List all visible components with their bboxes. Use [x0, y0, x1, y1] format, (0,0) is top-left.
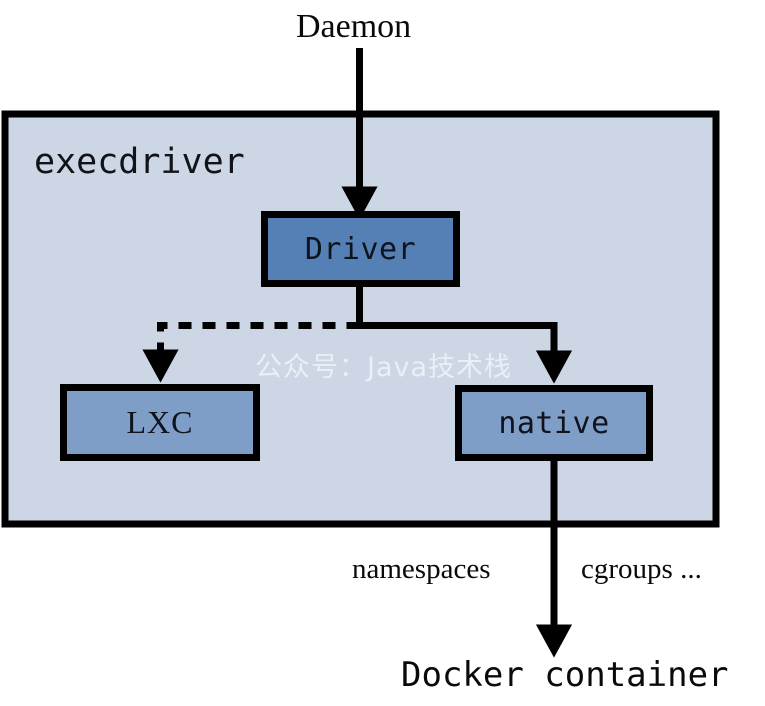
daemon-label: Daemon	[296, 8, 412, 45]
cgroups-edge-label: cgroups ...	[581, 553, 702, 585]
edge-driver-to-lxc	[142, 322, 360, 383]
driver-box	[261, 211, 460, 287]
docker-container-label: Docker container	[401, 655, 729, 695]
edge-driver-to-native	[359, 322, 573, 384]
native-box	[455, 385, 653, 461]
namespaces-edge-label: namespaces	[352, 553, 491, 585]
lxc-box	[60, 384, 260, 461]
execdriver-title: execdriver	[34, 142, 245, 182]
